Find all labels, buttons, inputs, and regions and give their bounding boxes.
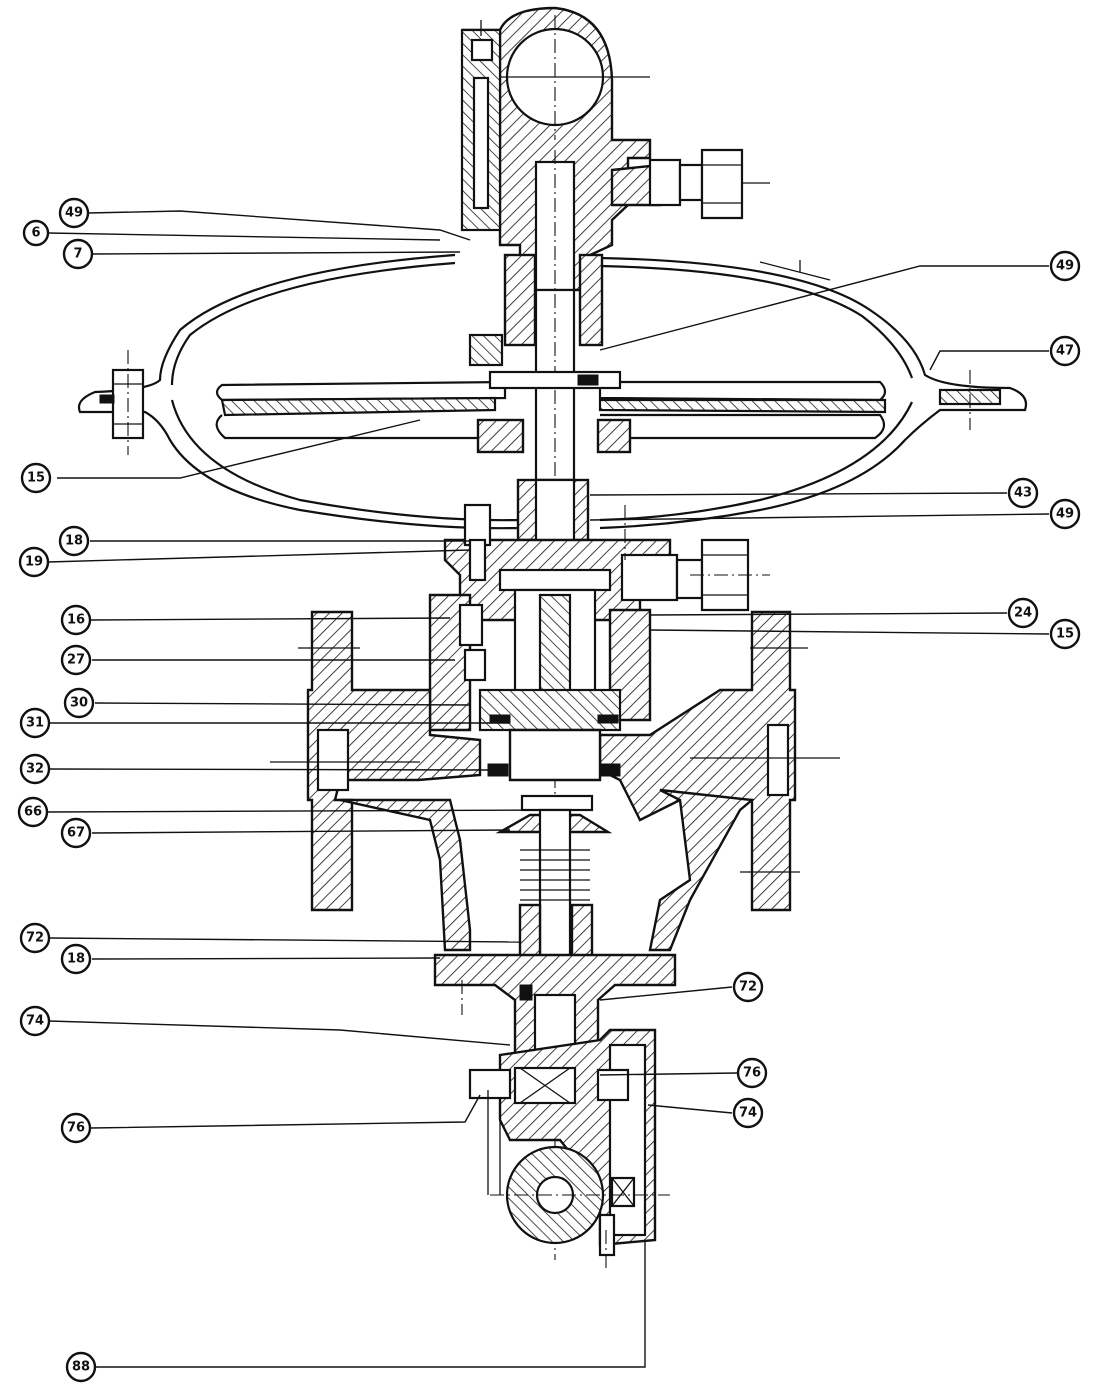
callout-72-left: 72 — [19, 922, 51, 954]
callout-18-lower: 18 — [60, 943, 92, 975]
left-flange-bolt — [99, 350, 145, 455]
callout-31: 31 — [19, 707, 51, 739]
right-flange-bolt — [938, 370, 1002, 430]
callout-43: 43 — [1007, 477, 1039, 509]
callout-76-left: 76 — [60, 1112, 92, 1144]
callout-47: 47 — [1049, 335, 1081, 367]
callout-7: 7 — [62, 238, 94, 270]
leader-lines — [46, 210, 1050, 1368]
callout-30: 30 — [63, 687, 95, 719]
callout-19: 19 — [18, 546, 50, 578]
callout-66: 66 — [17, 796, 49, 828]
svg-text:74: 74 — [739, 1106, 757, 1121]
callout-6: 6 — [22, 219, 50, 247]
callout-32: 32 — [19, 753, 51, 785]
svg-text:72: 72 — [739, 980, 757, 995]
svg-text:76: 76 — [67, 1121, 85, 1136]
callout-72-right: 72 — [732, 971, 764, 1003]
callout-24: 24 — [1007, 597, 1039, 629]
callout-74-left: 74 — [19, 1005, 51, 1037]
lower-pipe-fitting — [620, 505, 770, 612]
callout-16: 16 — [60, 604, 92, 636]
top-housing — [460, 6, 652, 292]
svg-text:16: 16 — [67, 613, 85, 628]
callout-67: 67 — [60, 817, 92, 849]
callout-76-right: 76 — [736, 1057, 768, 1089]
valve-body — [270, 610, 840, 952]
svg-text:49: 49 — [65, 206, 83, 221]
callout-88: 88 — [65, 1351, 97, 1383]
upper-pipe-fitting — [610, 148, 770, 220]
callout-74-right: 74 — [732, 1097, 764, 1129]
callout-49-upper-right: 49 — [1049, 250, 1081, 282]
svg-text:67: 67 — [67, 826, 85, 841]
svg-text:74: 74 — [26, 1014, 44, 1029]
svg-text:19: 19 — [25, 555, 43, 570]
svg-text:49: 49 — [1056, 507, 1074, 522]
diaphragm-casing — [77, 253, 1028, 530]
diaphragm-plates — [215, 380, 887, 454]
position-indicator-box — [468, 1028, 670, 1270]
svg-text:30: 30 — [70, 696, 88, 711]
svg-text:32: 32 — [26, 762, 44, 777]
svg-text:43: 43 — [1014, 486, 1032, 501]
svg-text:24: 24 — [1014, 606, 1032, 621]
svg-text:27: 27 — [67, 653, 85, 668]
svg-text:31: 31 — [26, 716, 44, 731]
bonnet — [428, 503, 672, 732]
callout-15-left: 15 — [20, 462, 52, 494]
svg-text:47: 47 — [1056, 344, 1074, 359]
callout-18-upper: 18 — [58, 525, 90, 557]
svg-text:15: 15 — [1056, 627, 1074, 642]
svg-text:18: 18 — [65, 534, 83, 549]
svg-text:66: 66 — [24, 805, 42, 820]
svg-text:88: 88 — [72, 1360, 90, 1375]
svg-text:7: 7 — [73, 247, 82, 262]
callout-49-upper-left: 49 — [58, 197, 90, 229]
callout-27: 27 — [60, 644, 92, 676]
svg-text:18: 18 — [67, 952, 85, 967]
svg-text:76: 76 — [743, 1066, 761, 1081]
callout-15-right: 15 — [1049, 618, 1081, 650]
callout-49-lower-right: 49 — [1049, 498, 1081, 530]
svg-text:15: 15 — [27, 471, 45, 486]
svg-text:6: 6 — [31, 226, 40, 241]
svg-text:49: 49 — [1056, 259, 1074, 274]
svg-text:72: 72 — [26, 931, 44, 946]
